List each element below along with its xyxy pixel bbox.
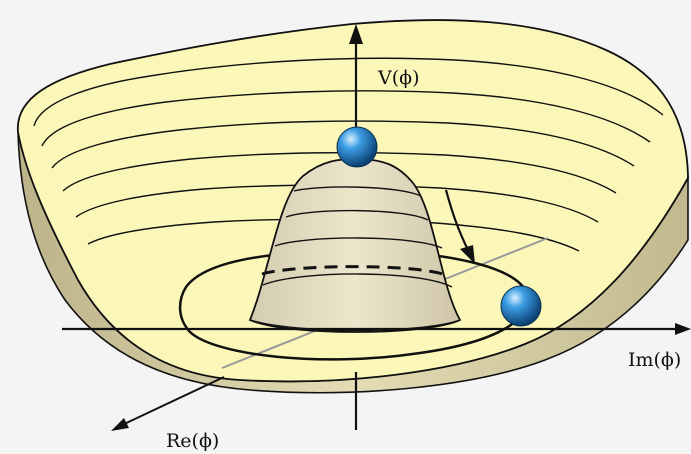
ball-unstable xyxy=(336,126,378,168)
potential-axis-arrowhead xyxy=(349,24,363,44)
real-axis-line xyxy=(119,376,225,427)
ball-stable xyxy=(500,285,542,327)
hump-base-front xyxy=(249,319,461,332)
potential-axis-label: V(ϕ) xyxy=(377,67,420,89)
rolling-arrowhead xyxy=(460,245,475,264)
real-axis-label: Re(ϕ) xyxy=(166,430,219,452)
contour-line xyxy=(51,120,635,169)
imaginary-axis-arrowhead xyxy=(675,323,691,335)
dashed-hidden-ring xyxy=(261,265,447,277)
real-axis-arrowhead xyxy=(111,418,129,431)
contour-line xyxy=(33,57,664,127)
hump-contour xyxy=(285,209,429,221)
contour-line xyxy=(62,151,617,194)
contour-line xyxy=(41,90,651,147)
hump-contours xyxy=(262,186,453,288)
hump-contour xyxy=(274,237,443,249)
hump-contour xyxy=(262,273,453,288)
imaginary-axis-label: Im(ϕ) xyxy=(628,349,681,371)
rolling-arrow-path xyxy=(444,189,470,253)
hump-contour xyxy=(293,186,422,197)
